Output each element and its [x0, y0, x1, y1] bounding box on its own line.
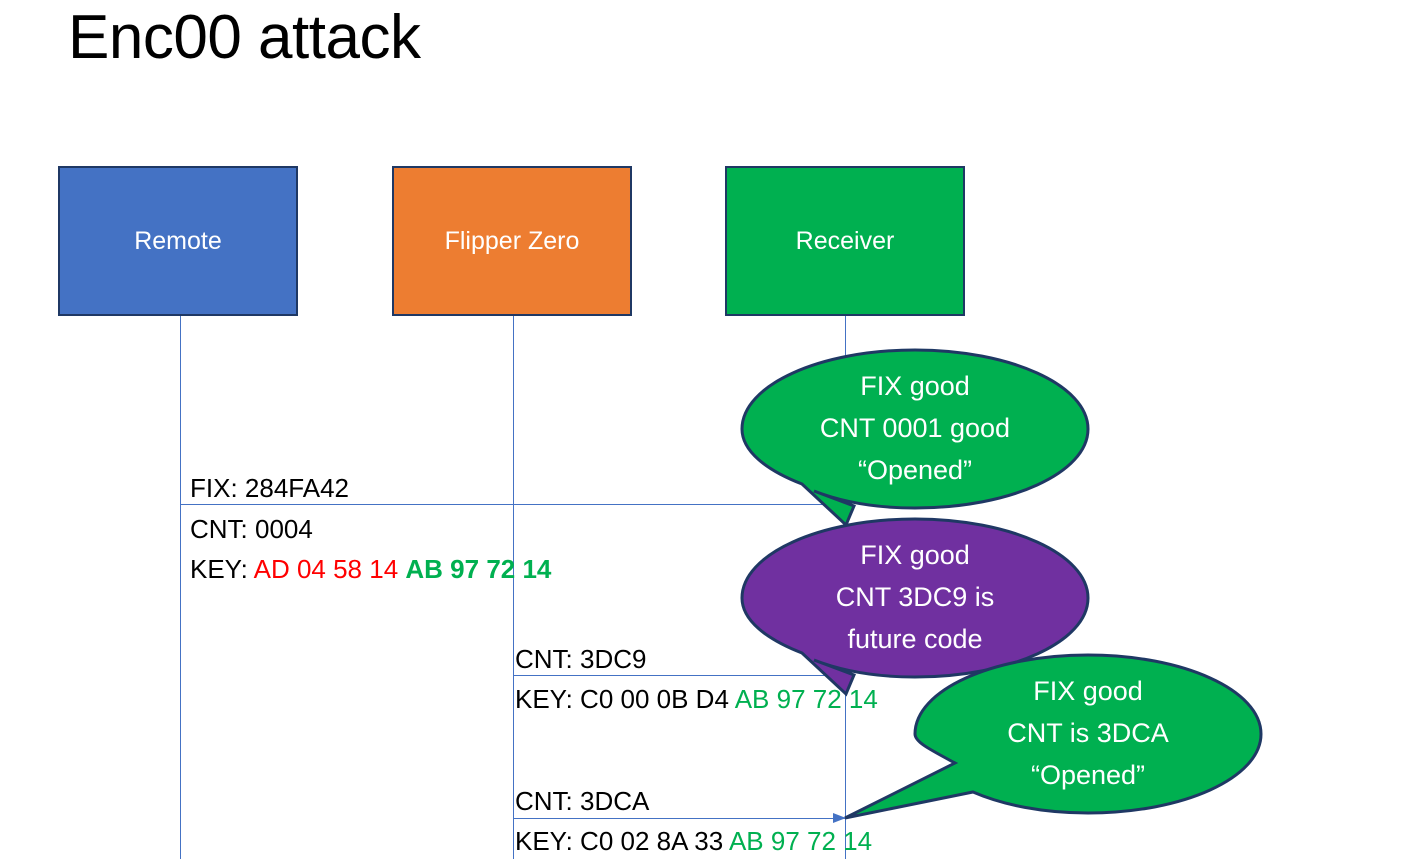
message-1-fix-text: FIX: 284FA42	[190, 473, 349, 503]
lifeline-remote	[180, 316, 181, 859]
page-title: Enc00 attack	[68, 3, 421, 72]
message-arrow-3	[514, 813, 846, 823]
message-1-key-green-bytes: AB 97 72 14	[405, 554, 552, 584]
message-2-key-prefix: KEY: C0 00 0B D4	[515, 684, 735, 714]
message-3-key-green-bytes: AB 97 72 14	[728, 826, 873, 856]
message-1-cnt-label: CNT: 0004	[190, 511, 313, 547]
message-2-cnt-label: CNT: 3DC9	[515, 641, 646, 677]
actor-box-receiver[interactable]: Receiver	[725, 166, 965, 316]
message-2-key-green-bytes: AB 97 72 14	[734, 684, 878, 714]
message-3-key-prefix: KEY: C0 02 8A 33	[515, 826, 729, 856]
speech-bubble-receiver-1: FIX good CNT 0001 good “Opened”	[740, 348, 1090, 528]
message-3-cnt-label: CNT: 3DCA	[515, 783, 649, 819]
actor-label-remote: Remote	[134, 226, 222, 255]
message-1-key-label: KEY: AD 04 58 14 AB 97 72 14	[190, 551, 551, 587]
actor-box-remote[interactable]: Remote	[58, 166, 298, 316]
message-3-cnt-text: CNT: 3DCA	[515, 786, 650, 816]
message-1-key-prefix: KEY:	[190, 554, 254, 584]
message-1-fix-label: FIX: 284FA42	[190, 470, 349, 506]
actor-box-flipper[interactable]: Flipper Zero	[392, 166, 632, 316]
message-2-cnt-text: CNT: 3DC9	[515, 644, 647, 674]
message-3-key-label: KEY: C0 02 8A 33 AB 97 72 14	[515, 823, 872, 859]
speech-bubble-receiver-3: FIX good CNT is 3DCA “Opened”	[844, 653, 1263, 820]
speech-bubble-receiver-2: FIX good CNT 3DC9 is future code	[740, 517, 1090, 697]
lifeline-flipper	[513, 316, 514, 859]
message-1-cnt-text: CNT: 0004	[190, 514, 313, 544]
message-1-key-red-bytes: AD 04 58 14	[253, 554, 399, 584]
message-2-key-label: KEY: C0 00 0B D4 AB 97 72 14	[515, 681, 878, 717]
actor-label-flipper: Flipper Zero	[444, 226, 580, 255]
actor-label-receiver: Receiver	[795, 226, 895, 255]
